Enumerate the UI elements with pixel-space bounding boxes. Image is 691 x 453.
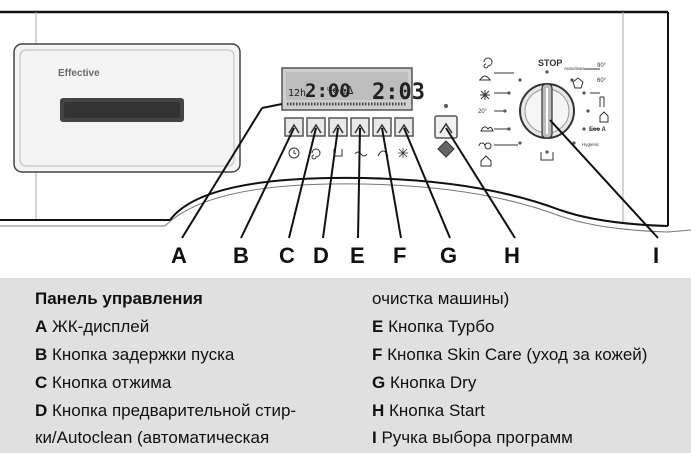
callout-h: H — [504, 243, 520, 268]
dial-90-label: 90° — [597, 63, 607, 69]
start-indicator-icon — [437, 140, 455, 158]
lcd-delay: 12h — [288, 88, 306, 99]
legend-item-a: A ЖК-дисплей — [35, 317, 150, 336]
dry-program-icon — [480, 90, 490, 100]
wool-icon — [480, 126, 494, 132]
dial-60-label: 60° — [597, 78, 607, 84]
callout-letters: A B C D E F G H I — [171, 243, 659, 268]
lcd-display: 12h 2:00 ᵚ⊕⌂ᐃ 2:03 — [281, 67, 425, 111]
lcd-icons: ᵚ⊕⌂ᐃ — [326, 84, 354, 97]
callout-b: B — [233, 243, 249, 268]
callout-g: G — [440, 243, 457, 268]
legend-panel: Панель управления A ЖК-дисплей B Кнопка … — [0, 278, 691, 453]
autoclean-icon — [572, 77, 584, 89]
legend-title: Панель управления — [35, 289, 203, 308]
spin-icon — [311, 148, 321, 160]
shirt-icon — [480, 155, 492, 167]
option-icons — [288, 147, 408, 160]
legend-item-g: G Кнопка Dry — [372, 373, 477, 392]
dry-icon — [398, 148, 408, 158]
spin-program-icon — [483, 57, 493, 69]
legend-item-d: D Кнопка предварительной стир- — [35, 401, 297, 420]
mixed-icon — [478, 142, 492, 150]
option-buttons — [284, 117, 414, 137]
legend-item-i: I Ручка выбора программ — [372, 428, 573, 447]
clock-icon — [288, 147, 300, 159]
callout-i: I — [653, 243, 659, 268]
legend-item-d-cont: ки/Autoclean (автоматическая — [35, 428, 270, 447]
dial-program-icons — [478, 57, 609, 167]
detergent-drawer[interactable] — [13, 43, 241, 173]
jeans-icon — [599, 96, 605, 107]
prewash-program-icon — [540, 152, 554, 161]
dial-autoclean-label: Autoclean — [564, 66, 585, 71]
callout-c: C — [279, 243, 295, 268]
legend-item-h: H Кнопка Start — [372, 401, 485, 420]
delay-button[interactable] — [284, 117, 304, 137]
legend-item-c: C Кнопка отжима — [35, 373, 172, 392]
callout-a: A — [171, 243, 187, 268]
dial-hygienic-label: Hygienic — [582, 142, 600, 147]
control-panel-diagram: Effective 12h 2:00 ᵚ⊕⌂ᐃ 2:03 — [0, 10, 691, 268]
callout-d: D — [313, 243, 329, 268]
legend-item-f: F Кнопка Skin Care (уход за кожей) — [372, 345, 648, 364]
dial-eco-label: Eco A — [589, 127, 606, 133]
dry-button[interactable] — [394, 117, 414, 137]
dial-20-label: 20° — [478, 109, 488, 115]
shirt-cotton-icon — [599, 111, 609, 123]
spin-button[interactable] — [306, 117, 326, 137]
dial-stop-label: STOP — [538, 58, 562, 68]
start-button[interactable] — [434, 104, 458, 158]
brand-label: Effective — [58, 68, 100, 79]
legend-item-e: E Кнопка Турбо — [372, 317, 495, 336]
legend-item-b: B Кнопка задержки пуска — [35, 345, 235, 364]
program-dial[interactable] — [494, 68, 600, 154]
callout-lines — [181, 103, 659, 239]
legend-item-d-cont2: очистка машины) — [372, 289, 510, 308]
callout-e: E — [350, 243, 365, 268]
hand-wash-icon — [479, 75, 491, 81]
callout-f: F — [393, 243, 406, 268]
lcd-spin: 2:03 — [372, 80, 425, 105]
turbo-icon — [354, 151, 368, 157]
lcd-time: 2:00 — [305, 80, 351, 102]
